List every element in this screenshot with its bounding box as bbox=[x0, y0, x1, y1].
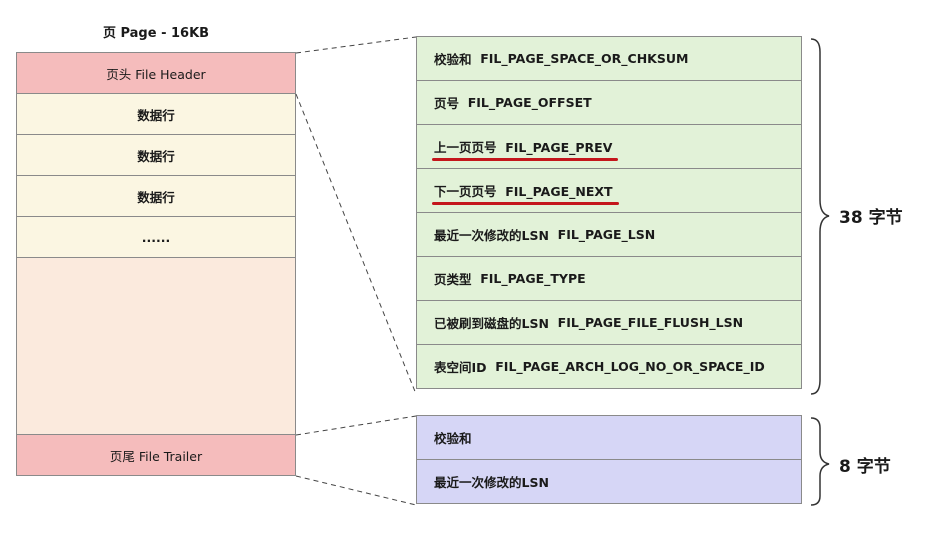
highlighted-field: 下一页页号 FIL_PAGE_NEXT bbox=[432, 181, 619, 205]
free-space-block bbox=[16, 257, 296, 435]
field-name: FIL_PAGE_OFFSET bbox=[467, 95, 592, 110]
field-name: FIL_PAGE_ARCH_LOG_NO_OR_SPACE_ID bbox=[495, 359, 765, 374]
file-trailer-fields: 校验和 最近一次修改的LSN bbox=[416, 415, 802, 504]
field-name: FIL_PAGE_FILE_FLUSH_LSN bbox=[557, 315, 744, 330]
field-name: FIL_PAGE_PREV bbox=[505, 140, 613, 155]
field-cn-label: 上一页页号 bbox=[434, 140, 497, 155]
page-structure: 页头 File Header 数据行 数据行 数据行 ...... 页尾 Fil… bbox=[16, 52, 296, 476]
trailer-field-lsn: 最近一次修改的LSN bbox=[416, 459, 802, 504]
header-connector-bottom bbox=[295, 93, 417, 395]
file-trailer-block: 页尾 File Trailer bbox=[16, 434, 296, 476]
field-cn-label: 下一页页号 bbox=[434, 184, 497, 199]
trailer-connector-top bbox=[295, 415, 417, 436]
data-row: 数据行 bbox=[16, 175, 296, 217]
field-name: FIL_PAGE_SPACE_OR_CHKSUM bbox=[480, 51, 689, 66]
field-page-next: 下一页页号 FIL_PAGE_NEXT bbox=[416, 168, 802, 213]
header-size-label: 38 字节 bbox=[839, 208, 903, 228]
field-cn-label: 最近一次修改的LSN bbox=[434, 228, 549, 243]
highlighted-field: 上一页页号 FIL_PAGE_PREV bbox=[431, 137, 619, 161]
field-page-type: 页类型 FIL_PAGE_TYPE bbox=[416, 256, 802, 301]
field-cn-label: 表空间ID bbox=[434, 360, 487, 375]
field-cn-label: 校验和 bbox=[434, 52, 472, 67]
data-row: 数据行 bbox=[16, 93, 296, 135]
field-space-id: 表空间ID FIL_PAGE_ARCH_LOG_NO_OR_SPACE_ID bbox=[416, 344, 802, 389]
field-cn-label: 页类型 bbox=[434, 272, 472, 287]
header-size-brace bbox=[810, 38, 830, 395]
field-flush-lsn: 已被刷到磁盘的LSN FIL_PAGE_FILE_FLUSH_LSN bbox=[416, 300, 802, 345]
trailer-connector-bottom bbox=[295, 475, 417, 506]
field-name: FIL_PAGE_TYPE bbox=[480, 271, 586, 286]
field-cn-label: 已被刷到磁盘的LSN bbox=[434, 316, 549, 331]
page-title: 页 Page - 16KB bbox=[102, 26, 210, 41]
trailer-size-label: 8 字节 bbox=[839, 457, 891, 477]
trailer-field-checksum: 校验和 bbox=[416, 415, 802, 460]
field-name: FIL_PAGE_LSN bbox=[557, 227, 656, 242]
field-cn-label: 页号 bbox=[434, 96, 460, 111]
field-name: FIL_PAGE_NEXT bbox=[505, 184, 613, 199]
field-checksum: 校验和 FIL_PAGE_SPACE_OR_CHKSUM bbox=[416, 36, 802, 81]
trailer-size-brace bbox=[810, 417, 830, 506]
header-connector-top bbox=[295, 36, 417, 54]
data-row-ellipsis: ...... bbox=[16, 216, 296, 258]
file-header-fields: 校验和 FIL_PAGE_SPACE_OR_CHKSUM 页号 FIL_PAGE… bbox=[416, 36, 802, 389]
